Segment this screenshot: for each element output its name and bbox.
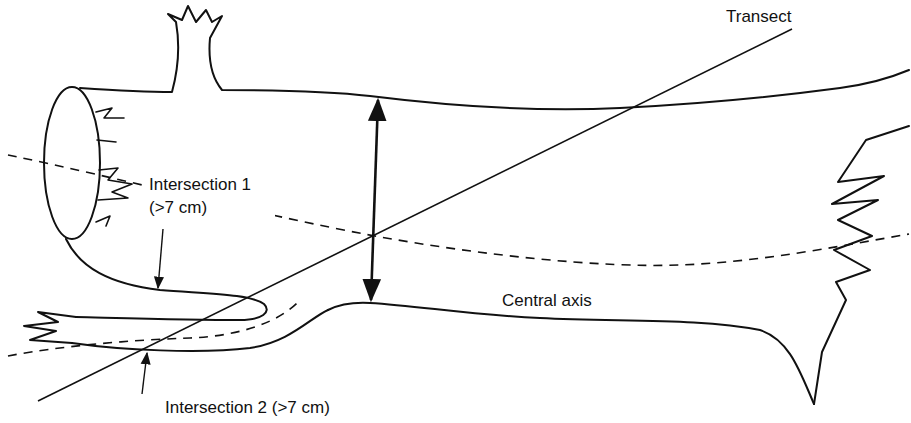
label: Intersection 2 (>7 cm) xyxy=(163,396,332,419)
trunk-outline xyxy=(328,303,814,404)
leader-line xyxy=(142,353,147,394)
broken-end xyxy=(814,126,909,404)
label: Central axis xyxy=(500,289,594,312)
diameter-arrow xyxy=(371,100,378,300)
branch-end xyxy=(24,312,76,343)
branch-axis-line xyxy=(8,300,300,356)
label: Intersection 1 (>7 cm) xyxy=(147,173,275,219)
leader-line xyxy=(158,229,163,288)
cut-face-splinters xyxy=(96,108,132,226)
branch-outline xyxy=(72,310,328,351)
cut-face xyxy=(44,87,100,239)
trunk-outline xyxy=(80,6,909,109)
trunk-outline xyxy=(66,239,267,320)
central-axis-line xyxy=(8,155,909,265)
label: Transect xyxy=(724,5,794,28)
transect-line xyxy=(38,29,792,401)
